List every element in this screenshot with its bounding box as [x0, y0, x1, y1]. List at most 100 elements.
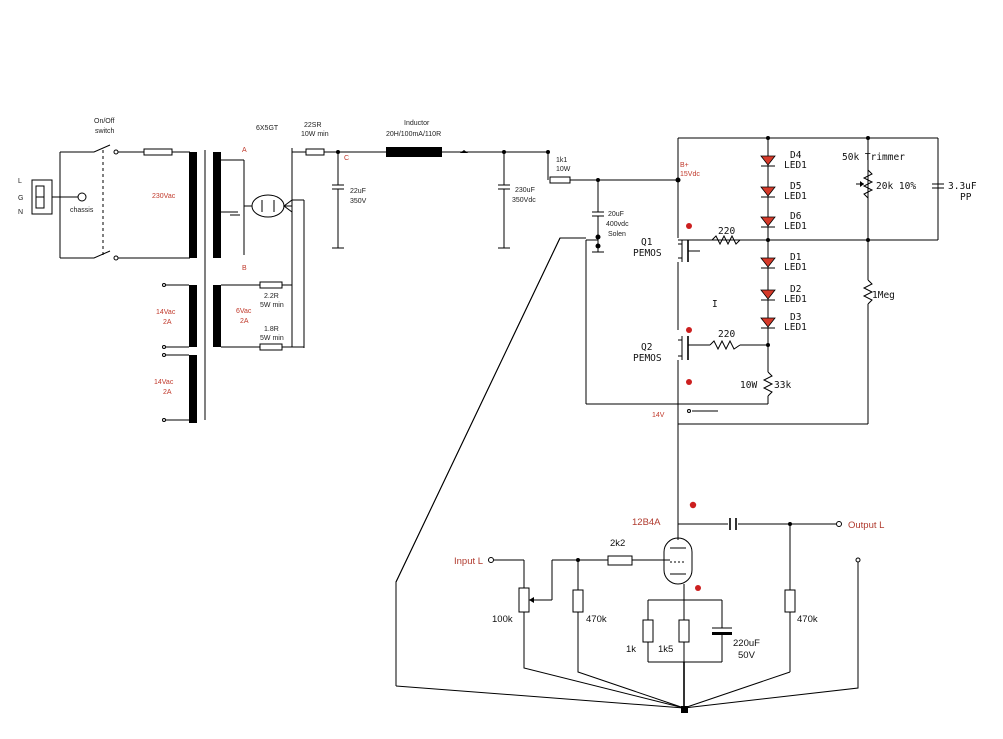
b-plus-label: B+: [680, 162, 689, 169]
chassis-ground-icon: [77, 192, 87, 202]
switch-label-2: switch: [95, 128, 115, 135]
resistor-2k2-icon: [607, 555, 633, 566]
mains-g-label: G: [18, 195, 23, 202]
cap-cathode-voltage: 50V: [738, 650, 756, 661]
resistor-33k-icon: [762, 371, 774, 397]
chassis-label: chassis: [70, 207, 94, 214]
switch-label-1: On/Off: [94, 118, 115, 125]
led-d3-label: D3: [790, 312, 801, 323]
sec-6v-current: 2A: [240, 318, 249, 325]
r-33k-power: 10W: [740, 380, 757, 391]
led-d4-label: D4: [790, 150, 802, 161]
led-d4-icon: [760, 155, 776, 167]
led-d6-icon: [760, 216, 776, 228]
led-d2-icon: [760, 289, 776, 301]
resistor-2-2r-icon: [259, 281, 283, 289]
res-22-power: 5W min: [260, 302, 284, 309]
cap-cathode-label: 220uF: [733, 638, 760, 649]
cap-1-label: 22uF: [350, 188, 366, 195]
q1-type: PEMOS: [633, 248, 662, 259]
led-d1-type: LED1: [784, 262, 807, 273]
mosfet-q1-icon: [678, 240, 700, 262]
led-d2-label: D2: [790, 284, 801, 295]
b-plus-voltage: 15Vdc: [680, 171, 700, 178]
sec-14v-a-current: 2A: [163, 319, 172, 326]
resistor-1k1-icon: [549, 176, 571, 184]
led-d5-type: LED1: [784, 191, 807, 202]
led-d1-icon: [760, 257, 776, 269]
sec-14v-b-current: 2A: [163, 389, 172, 396]
r-470k-out-label: 470k: [797, 614, 818, 625]
cap-3-note: Solen: [608, 231, 626, 238]
cap-3-voltage: 400vdc: [606, 221, 629, 228]
led-d3-icon: [760, 317, 776, 329]
led-d1-label: D1: [790, 252, 802, 263]
trimmer-value: 20k 10%: [876, 181, 916, 192]
r-gate-1-label: 220: [718, 226, 735, 237]
q1-label: Q1: [641, 237, 653, 248]
output-label: Output L: [848, 520, 884, 531]
r-2k2-label: 2k2: [610, 538, 625, 549]
res-18-label: 1.8R: [264, 326, 279, 333]
resistor-2-label: 1k1: [556, 157, 567, 164]
r-gate-2-label: 220: [718, 329, 735, 340]
pot-100k-label: 100k: [492, 614, 513, 625]
input-label: Input L: [454, 556, 483, 567]
triode-tube-icon: [663, 537, 693, 585]
resistor-470k-in-icon: [572, 589, 584, 613]
transformer-icon: [189, 150, 221, 423]
mains-connector-icon: [31, 179, 53, 215]
trimmer-label: 50k Trimmer: [842, 152, 905, 163]
resistor-22sr-icon: [305, 148, 325, 156]
mosfet-q2-icon: [678, 336, 710, 360]
r-1k5-label: 1k5: [658, 644, 673, 655]
fuse-icon: [143, 148, 173, 156]
marker-c: C: [344, 155, 349, 162]
marker-a: A: [242, 147, 247, 154]
resistor-470k-out-icon: [784, 589, 796, 613]
power-supply-section: L G N chassis On/Off switch 230Vac: [18, 118, 678, 423]
q2-label: Q2: [641, 342, 652, 353]
cap-1-voltage: 350V: [350, 198, 367, 205]
star-ground-icon: [681, 706, 688, 713]
resistor-1k5-icon: [678, 619, 690, 643]
res-18-power: 5W min: [260, 335, 284, 342]
rectifier-tube-icon: [251, 194, 285, 218]
q2-type: PEMOS: [633, 353, 662, 364]
led-d5-icon: [760, 186, 776, 198]
led-d4-type: LED1: [784, 160, 807, 171]
inductor-label-1: Inductor: [404, 120, 430, 127]
res-22-label: 2.2R: [264, 293, 279, 300]
inductor-icon: [386, 147, 442, 157]
r-470k-in-label: 470k: [586, 614, 607, 625]
trimmer-icon: [862, 169, 874, 199]
r-33k-label: 33k: [774, 380, 791, 391]
regulator-section: B+ 15Vdc D4 LED1 D5 LED1 D6 LED1 D1 LED1…: [585, 136, 977, 510]
inductor-label-2: 20H/100mA/110R: [386, 131, 441, 138]
resistor-1meg-icon: [862, 279, 874, 305]
pot-100k-icon: [518, 587, 530, 613]
resistor-1-label: 22SR: [304, 122, 322, 129]
cap-2-label: 230uF: [515, 187, 535, 194]
switch-contact-icon: [113, 149, 119, 155]
primary-voltage-label: 230Vac: [152, 193, 176, 200]
cursor-mark: I: [712, 299, 718, 310]
input-terminal-icon: [488, 557, 494, 563]
cap-pp-label: 3.3uF: [948, 181, 977, 192]
cap-2-voltage: 350Vdc: [512, 197, 536, 204]
node-14v-label: 14V: [652, 412, 665, 419]
led-d3-type: LED1: [784, 322, 807, 333]
output-terminal-icon: [836, 521, 842, 527]
resistor-1k-icon: [642, 619, 654, 643]
resistor-1-8r-icon: [259, 343, 283, 351]
tube-12b4a-label: 12B4A: [632, 517, 661, 528]
cap-pp-type: PP: [960, 192, 972, 203]
rectifier-tube-label: 6X5GT: [256, 125, 279, 132]
mains-n-label: N: [18, 209, 23, 216]
sec-14v-a-label: 14Vac: [156, 309, 176, 316]
sec-6v-label: 6Vac: [236, 308, 252, 315]
led-d6-type: LED1: [784, 221, 807, 232]
amplifier-section: 12B4A Output L 470k Input L 100k: [395, 237, 884, 713]
led-d2-type: LED1: [784, 294, 807, 305]
